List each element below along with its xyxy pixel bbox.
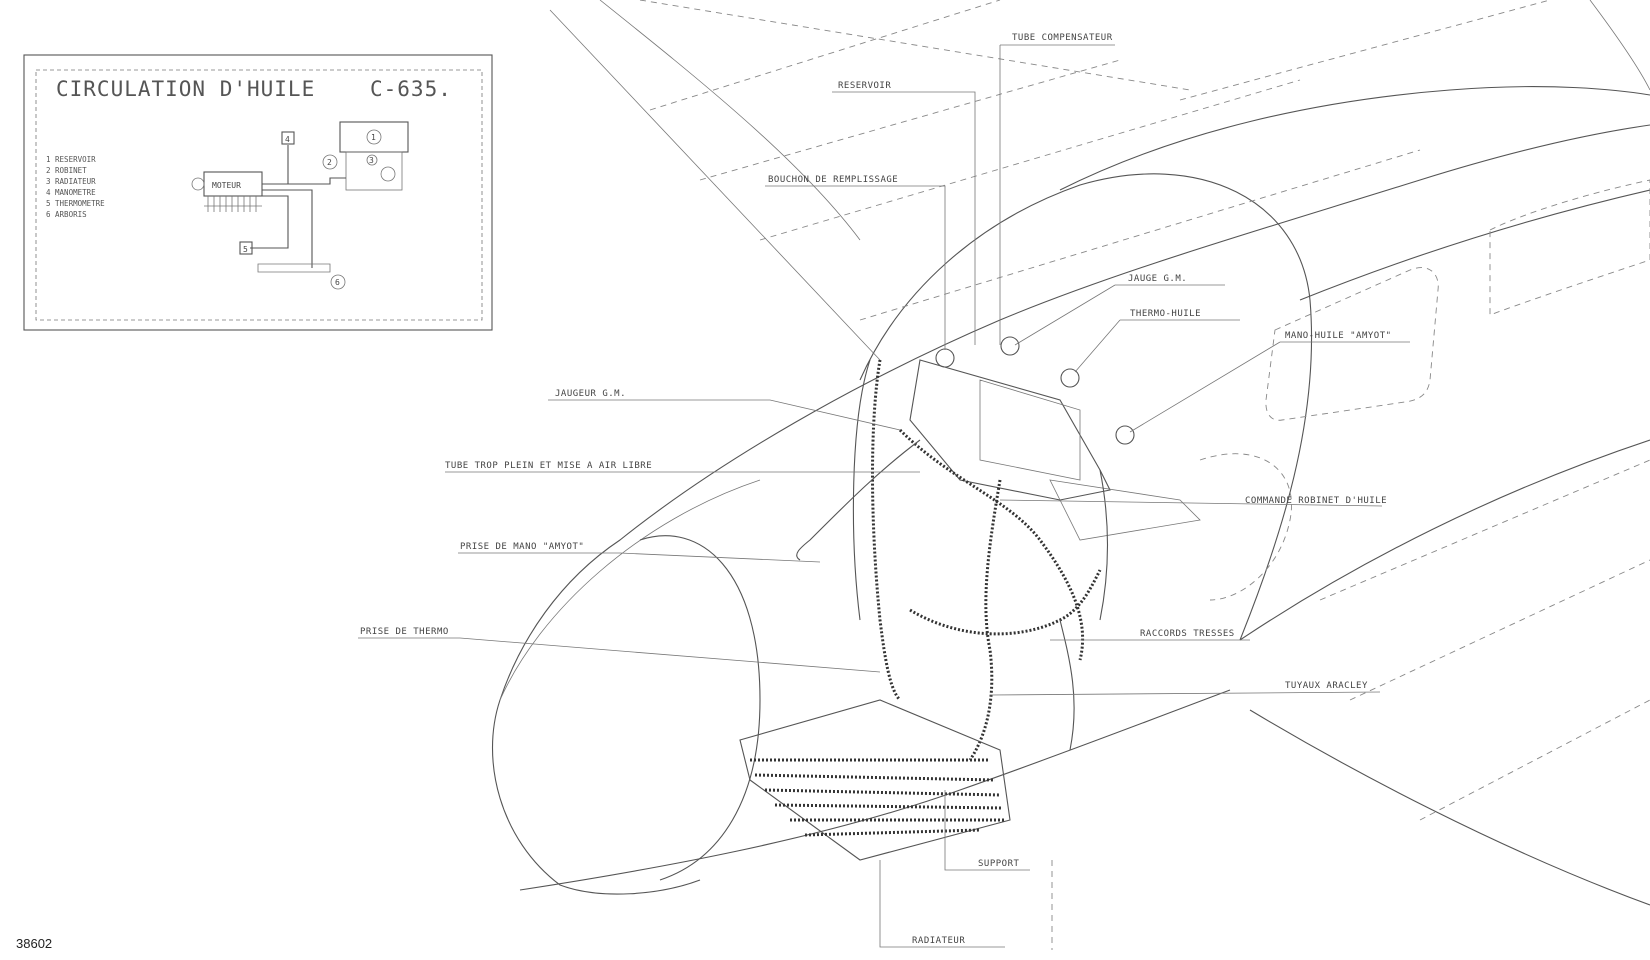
callout-raccords: RACCORDS TRESSES — [1140, 629, 1235, 639]
inset-legend: 1 RESERVOIR 2 ROBINET 3 RADIATEUR 4 MANO… — [46, 155, 105, 219]
reference-number: 38602 — [16, 936, 52, 951]
marker-3: 3 — [369, 156, 374, 165]
inset-schematic-lines: MOTEUR 1 4 2 5 6 3 — [191, 121, 409, 290]
callout-thermo-huile: THERMO-HUILE — [1130, 309, 1201, 319]
thermo-gauge — [1060, 368, 1080, 388]
callout-bouchon: BOUCHON DE REMPLISSAGE — [768, 175, 898, 185]
legend-item: 4 MANOMETRE — [46, 188, 96, 197]
callout-jaugeur: JAUGEUR G.M. — [555, 389, 626, 399]
inset-model: C-635. — [370, 77, 452, 101]
marker-1: 1 — [371, 133, 376, 142]
legend-item: 6 ARBORIS — [46, 210, 87, 219]
reservoir-gauge — [935, 348, 955, 368]
legend-item: 5 THERMOMETRE — [46, 199, 105, 208]
callout-radiateur: RADIATEUR — [912, 936, 965, 946]
marker-4-box — [281, 131, 295, 145]
callout-prise-thermo: PRISE DE THERMO — [360, 627, 449, 637]
callout-reservoir: RESERVOIR — [838, 81, 891, 91]
callout-commande-robinet: COMMANDE ROBINET D'HUILE — [1245, 496, 1387, 506]
callout-prise-mano: PRISE DE MANO "AMYOT" — [460, 542, 584, 552]
engine-label: MOTEUR — [212, 181, 241, 190]
callout-tuyaux: TUYAUX ARACLEY — [1285, 681, 1368, 691]
inset-title: CIRCULATION D'HUILE — [56, 77, 315, 101]
marker-2: 2 — [327, 158, 332, 167]
radiator — [739, 699, 1011, 861]
oil-tank — [909, 359, 1111, 501]
callout-jauge-gm: JAUGE G.M. — [1128, 274, 1187, 284]
mano-gauge — [1115, 425, 1135, 445]
jauge-gauge — [1000, 336, 1020, 356]
marker-5: 5 — [243, 245, 248, 254]
marker-4: 4 — [285, 135, 290, 144]
legend-item: 1 RESERVOIR — [46, 155, 96, 164]
legend-item: 3 RADIATEUR — [46, 177, 96, 186]
oil-system — [739, 336, 1201, 861]
callouts: TUBE COMPENSATEUR RESERVOIR BOUCHON DE R… — [358, 33, 1410, 950]
callout-mano-huile: MANO-HUILE "AMYOT" — [1285, 331, 1392, 341]
aircraft-outline — [491, 0, 1650, 906]
marker-6: 6 — [335, 278, 340, 287]
callout-tube-trop-plein: TUBE TROP PLEIN ET MISE A AIR LIBRE — [445, 461, 652, 471]
legend-item: 2 ROBINET — [46, 166, 87, 175]
callout-support: SUPPORT — [978, 859, 1020, 869]
inset-schematic: CIRCULATION D'HUILE C-635. 1 RESERVOIR 2… — [23, 54, 493, 331]
callout-tube-compensateur: TUBE COMPENSATEUR — [1012, 33, 1113, 43]
